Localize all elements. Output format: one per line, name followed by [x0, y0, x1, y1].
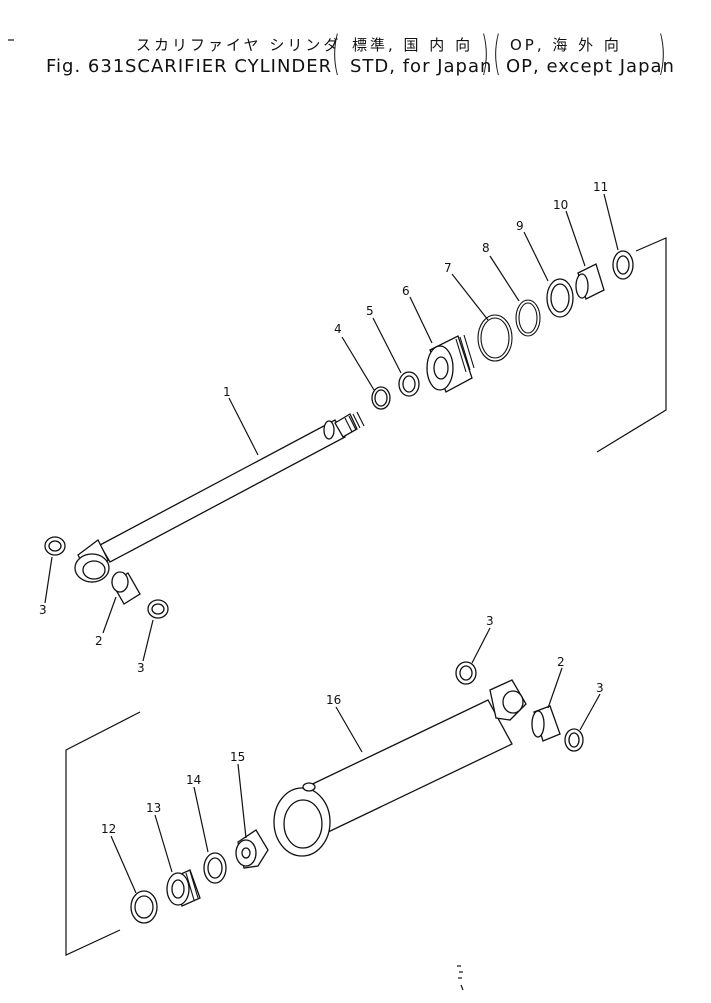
backup-ring-large-part	[477, 314, 513, 362]
callout-5: 5	[366, 304, 374, 318]
callout-12: 12	[101, 822, 116, 836]
paren-close-std: )	[480, 26, 490, 80]
callout-6: 6	[402, 284, 410, 298]
assembly-boundary-upper	[596, 237, 667, 453]
tube-bushing-part	[531, 705, 561, 742]
paren-open-std: (	[331, 26, 341, 80]
callout-11: 11	[593, 180, 608, 194]
callout-2: 2	[95, 634, 103, 648]
piston-seal-part	[546, 278, 574, 318]
callout-8: 8	[482, 241, 490, 255]
callout-3: 3	[596, 681, 604, 695]
rod-dust-seal-part-right	[147, 599, 169, 619]
piston-bushing-part	[575, 263, 605, 300]
rod-dust-seal-part-left	[44, 536, 66, 556]
callout-3: 3	[486, 614, 494, 628]
paren-open-op: (	[492, 26, 502, 80]
callout-10: 10	[553, 198, 568, 212]
variant-op-english: OP, except Japan	[506, 56, 675, 77]
title-english: SCARIFIER CYLINDER	[125, 56, 333, 77]
callout-14: 14	[186, 773, 201, 787]
callout-15: 15	[230, 750, 245, 764]
callout-7: 7	[444, 261, 452, 275]
callout-1: 1	[223, 385, 231, 399]
piston-rod-part	[74, 411, 365, 584]
end-ring-part	[612, 250, 634, 280]
scan-artifact-mark	[457, 965, 464, 991]
figure-header: スカリファイヤ シリンダ Fig. 631 SCARIFIER CYLINDER…	[0, 0, 711, 90]
tube-dust-seal-part-left	[455, 661, 477, 685]
callout-3: 3	[137, 661, 145, 675]
variant-std-japanese: 標準, 国 内 向	[352, 36, 474, 54]
callout-16: 16	[326, 693, 341, 707]
cylinder-head-part	[166, 869, 201, 907]
figure-number: Fig. 631	[46, 56, 126, 77]
rod-seal-part	[203, 852, 227, 884]
variant-op-japanese: OP, 海 外 向	[510, 36, 622, 54]
wear-ring-part	[398, 371, 420, 397]
rod-bushing-part	[111, 571, 141, 605]
paren-close-op: )	[657, 26, 667, 80]
head-seal-part	[130, 890, 158, 924]
snap-ring-part	[371, 386, 391, 410]
callout-9: 9	[516, 219, 524, 233]
o-ring-part	[515, 299, 541, 337]
cylinder-tube-part	[273, 679, 527, 857]
variant-std-english: STD, for Japan	[350, 56, 493, 77]
piston-part	[426, 334, 475, 393]
title-japanese: スカリファイヤ シリンダ	[136, 36, 342, 54]
leader-lines	[44, 193, 619, 894]
callout-13: 13	[146, 801, 161, 815]
callout-2: 2	[557, 655, 565, 669]
tube-dust-seal-part-right	[564, 728, 584, 752]
piston-nut-part	[235, 829, 269, 869]
callout-4: 4	[334, 322, 342, 336]
callout-3: 3	[39, 603, 47, 617]
assembly-boundary-lower	[65, 711, 141, 956]
